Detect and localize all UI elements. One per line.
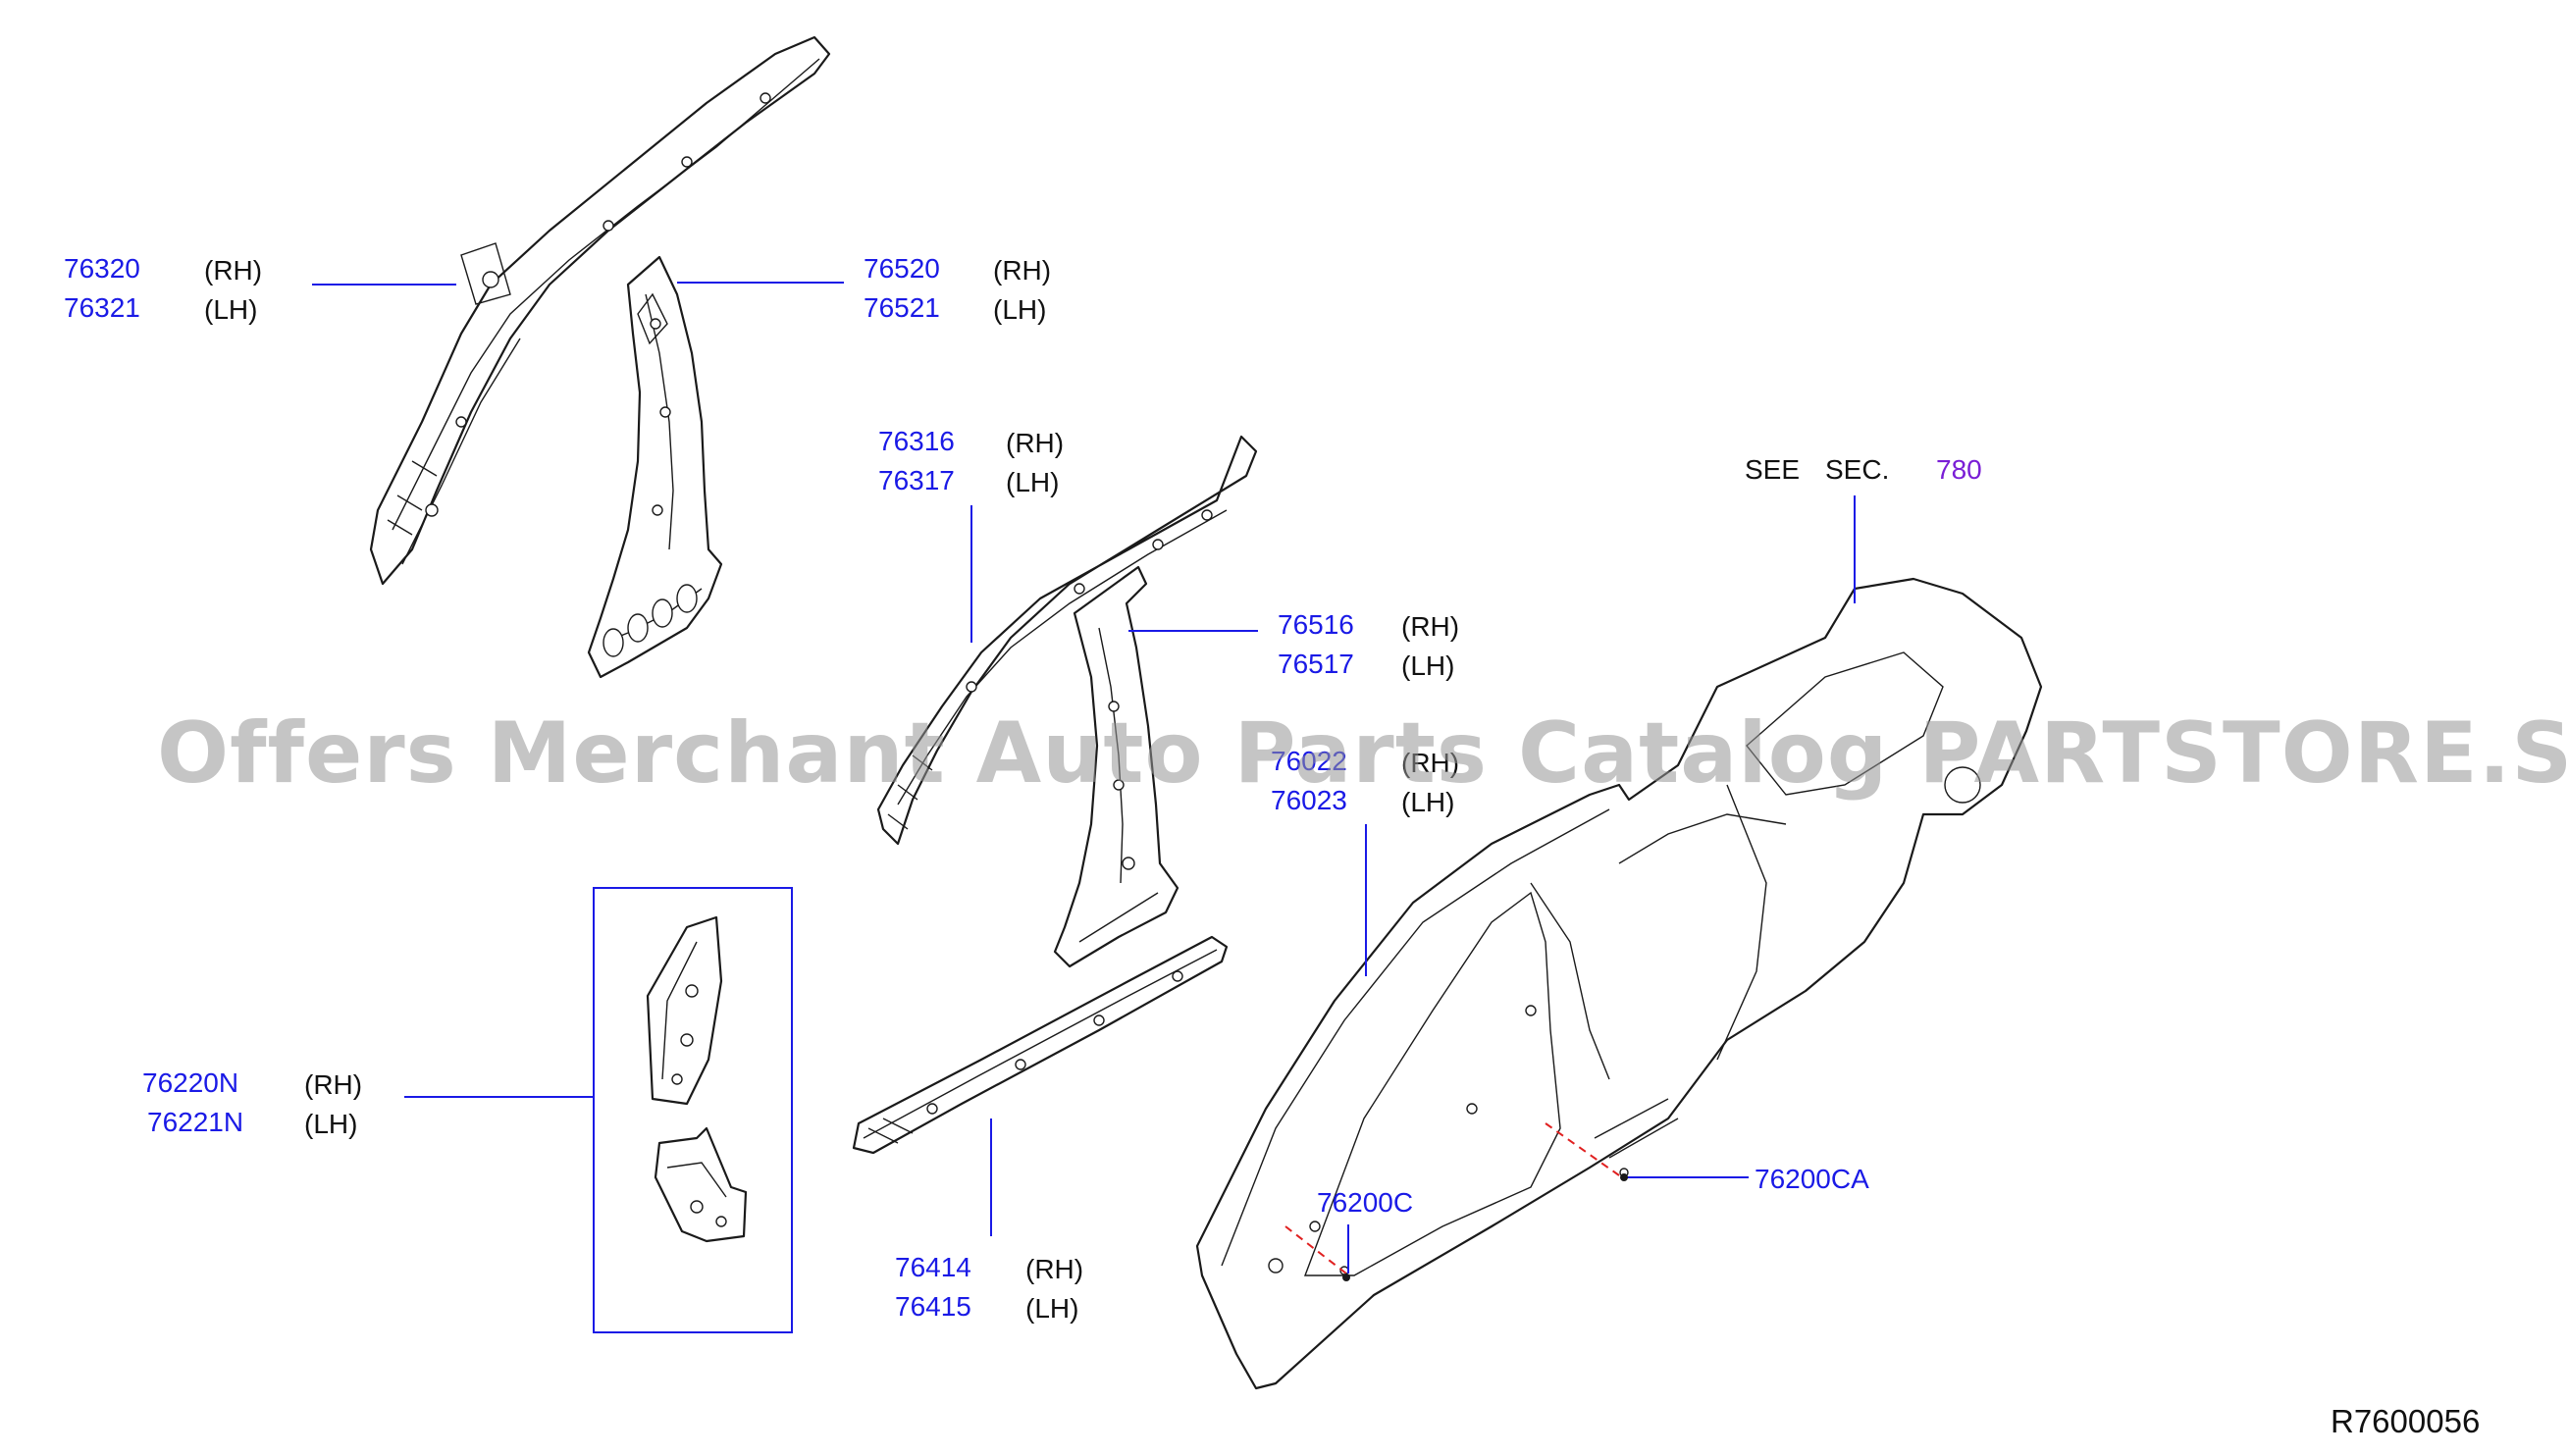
center-pillar-reinf-part[interactable] — [1053, 565, 1179, 968]
sec-label: SEC. — [1825, 454, 1890, 485]
side-label: (LH) — [1401, 650, 1455, 681]
side-label: (RH) — [1025, 1254, 1084, 1284]
body-side-outer-part[interactable] — [1195, 577, 2043, 1390]
side-label: (RH) — [304, 1069, 363, 1100]
side-label: (LH) — [1401, 787, 1455, 817]
side-label: (RH) — [1401, 611, 1460, 642]
side-label: (LH) — [204, 294, 258, 325]
see-label: SEE — [1745, 454, 1801, 485]
side-label: (RH) — [1401, 748, 1460, 778]
hinge-pillar-brace-upper-part[interactable] — [646, 915, 723, 1106]
part-number-76516[interactable]: 76516 — [1278, 609, 1354, 640]
side-label: (LH) — [1006, 467, 1060, 497]
detail-box — [593, 887, 793, 1333]
part-number-76316[interactable]: 76316 — [878, 426, 955, 456]
part-number-76415[interactable]: 76415 — [895, 1291, 971, 1322]
part-number-76220N[interactable]: 76220N — [142, 1067, 239, 1098]
center-pillar-outer-part[interactable] — [587, 255, 723, 679]
part-number-76321[interactable]: 76321 — [64, 292, 140, 323]
front-pillar-reinf-part[interactable] — [876, 435, 1258, 846]
side-label: (LH) — [993, 294, 1047, 325]
part-number-76521[interactable]: 76521 — [864, 292, 940, 323]
diagram-code: R7600056 — [2331, 1403, 2481, 1439]
part-number-76200CA[interactable]: 76200CA — [1755, 1164, 1869, 1194]
part-number-76221N[interactable]: 76221N — [147, 1107, 244, 1137]
side-label: (LH) — [1025, 1293, 1079, 1324]
part-number-76517[interactable]: 76517 — [1278, 649, 1354, 679]
part-number-76023[interactable]: 76023 — [1271, 785, 1347, 815]
hinge-pillar-brace-lower-part[interactable] — [654, 1126, 748, 1243]
side-label: (RH) — [1006, 428, 1065, 458]
part-number-76414[interactable]: 76414 — [895, 1252, 971, 1282]
part-number-76320[interactable]: 76320 — [64, 253, 140, 284]
section-link-780[interactable]: 780 — [1936, 454, 1982, 485]
part-number-76520[interactable]: 76520 — [864, 253, 940, 284]
leader-lines — [312, 282, 1856, 1281]
side-label: (LH) — [304, 1109, 358, 1139]
part-number-76022[interactable]: 76022 — [1271, 746, 1347, 776]
part-number-76317[interactable]: 76317 — [878, 465, 955, 495]
part-number-76200C[interactable]: 76200C — [1317, 1187, 1414, 1218]
a-pillar-outer-part[interactable] — [369, 35, 831, 586]
side-label: (RH) — [993, 255, 1052, 286]
sill-outer-part[interactable] — [852, 935, 1229, 1155]
side-label: (RH) — [204, 255, 263, 286]
